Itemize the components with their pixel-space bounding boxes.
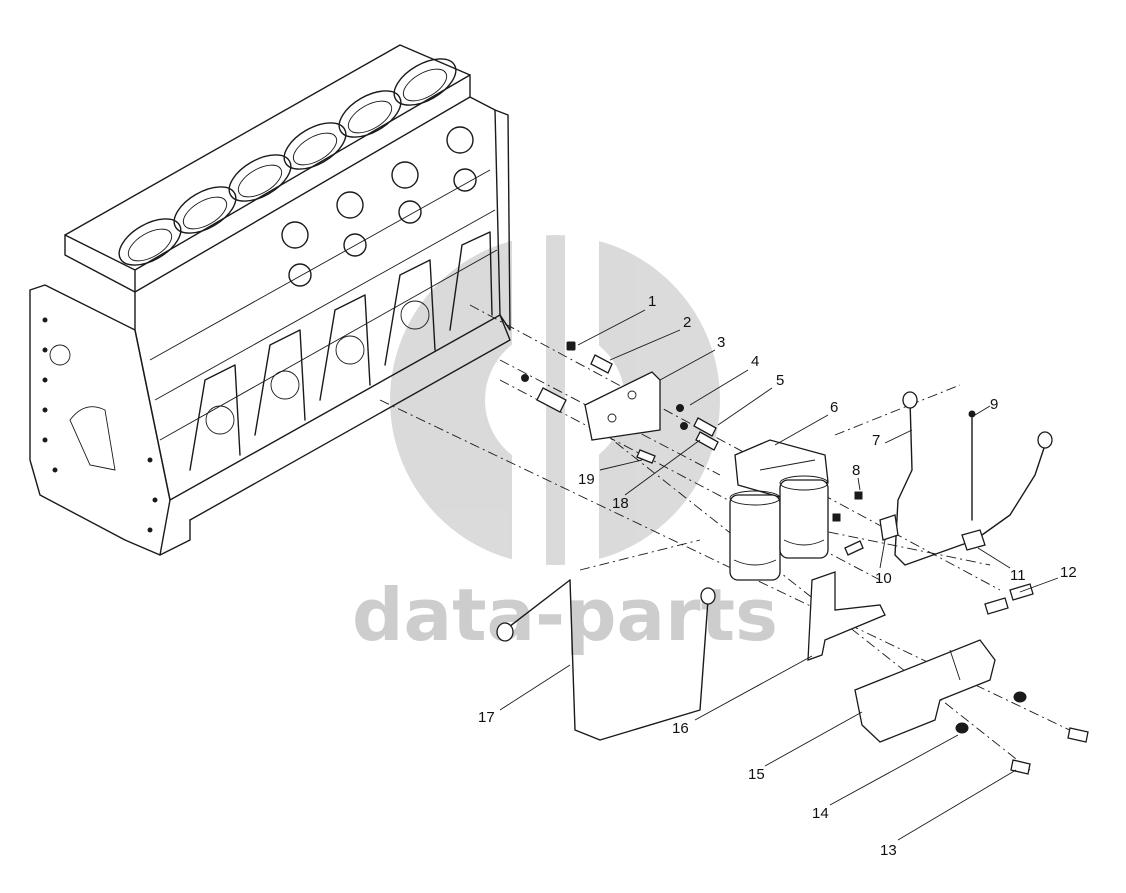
callout-9: 9 xyxy=(990,396,998,413)
bracket-16 xyxy=(807,571,886,661)
callout-6: 6 xyxy=(830,399,838,416)
callout-17: 17 xyxy=(478,709,495,726)
callout-2: 2 xyxy=(683,314,691,331)
callout-14: 14 xyxy=(812,805,829,822)
callouts: 1 2 3 4 5 6 7 8 9 10 11 12 13 14 15 16 1… xyxy=(478,293,1077,859)
callout-13: 13 xyxy=(880,842,897,859)
callout-15: 15 xyxy=(748,766,765,783)
leader-lines xyxy=(499,309,1059,841)
callout-5: 5 xyxy=(776,372,784,389)
fuel-line-7 xyxy=(894,399,976,566)
callout-3: 3 xyxy=(717,334,725,351)
callout-18: 18 xyxy=(612,495,629,512)
callout-19: 19 xyxy=(578,471,595,488)
watermark-text: data-parts xyxy=(352,573,778,657)
callout-8: 8 xyxy=(852,462,860,479)
hardware xyxy=(521,341,1089,775)
fuel-line-11 xyxy=(974,444,1046,541)
fuel-filter-assembly xyxy=(729,439,829,581)
callout-1: 1 xyxy=(648,293,656,310)
bracket-10 xyxy=(879,514,899,541)
callout-4: 4 xyxy=(751,353,759,370)
shield-15 xyxy=(854,639,996,743)
fuel-line-17 xyxy=(496,579,716,741)
callout-12: 12 xyxy=(1060,564,1077,581)
callout-7: 7 xyxy=(872,432,880,449)
callout-16: 16 xyxy=(672,720,689,737)
callout-10: 10 xyxy=(875,570,892,587)
engine-block xyxy=(29,44,511,556)
callout-11: 11 xyxy=(1010,567,1026,584)
